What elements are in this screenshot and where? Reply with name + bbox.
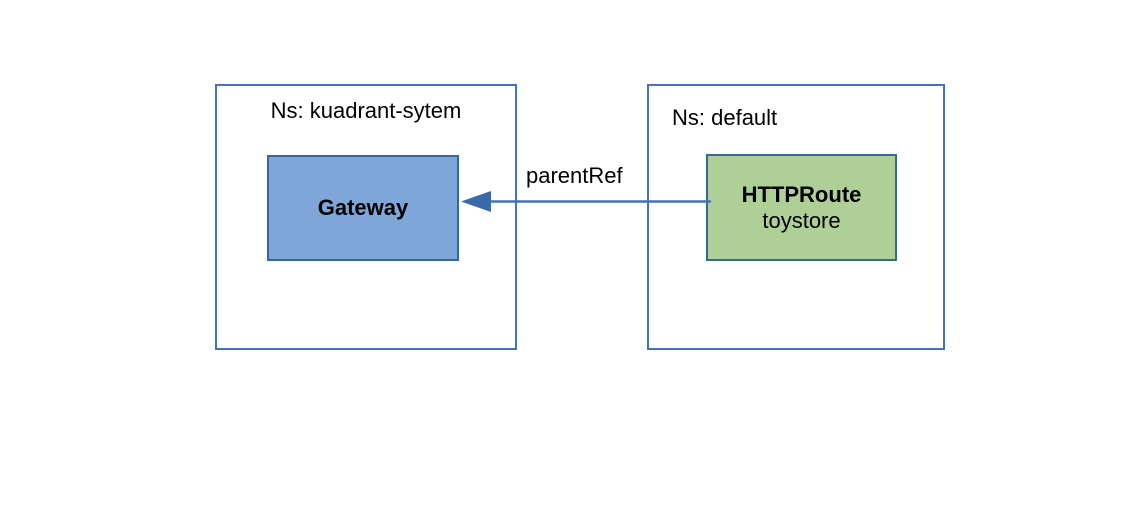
namespace-label-default: Ns: default: [672, 105, 778, 130]
namespace-label-kuadrant-system: Ns: kuadrant-sytem: [270, 98, 462, 123]
arrowhead-icon: [461, 191, 491, 212]
namespace-container-default: [647, 84, 945, 350]
node-httproute-title: HTTPRoute: [741, 181, 862, 207]
node-gateway-title: Gateway: [317, 195, 409, 220]
node-httproute-subtitle: toystore: [762, 207, 841, 233]
node-httproute[interactable]: HTTPRoute toystore: [706, 154, 897, 261]
edge-parentref-arrow: [461, 191, 711, 212]
node-gateway[interactable]: Gateway: [267, 155, 459, 261]
namespace-container-kuadrant-system: [215, 84, 517, 350]
edge-label-parentref: parentRef: [524, 163, 625, 189]
